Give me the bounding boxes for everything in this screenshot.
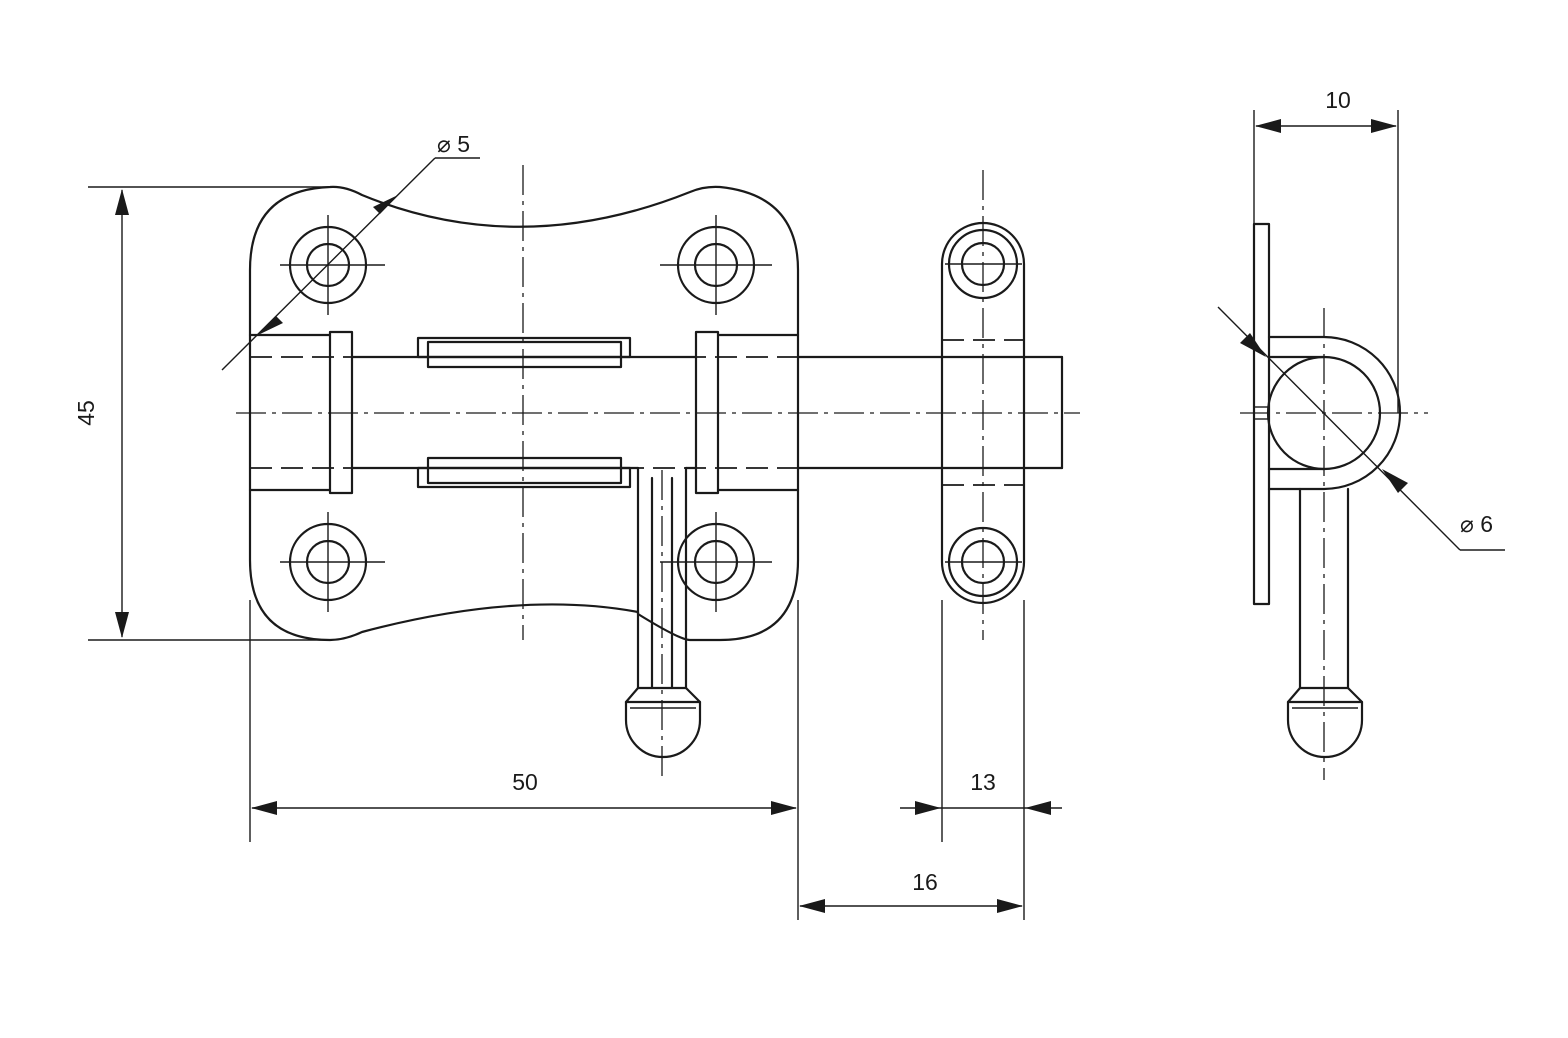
dimension-bolt-diameter: ⌀ 6	[1217, 306, 1505, 551]
bolt-handle	[624, 466, 702, 759]
mounting-hole-top-right	[660, 215, 772, 315]
dimension-hole-diameter-label: ⌀ 5	[437, 131, 470, 157]
dimension-keeper-offset-label: 16	[912, 869, 938, 895]
dimension-hole-diameter: ⌀ 5	[221, 131, 480, 371]
bolt-housing	[248, 330, 800, 495]
dimension-plate-width-label: 50	[512, 769, 538, 795]
bolt-shaft	[796, 355, 1064, 470]
dimension-keeper-width-label: 13	[970, 769, 996, 795]
dimension-side-depth: 10	[1253, 87, 1399, 413]
mounting-hole-top-left	[280, 215, 385, 315]
dimension-height: 45	[73, 186, 330, 641]
dimension-height-label: 45	[73, 400, 99, 426]
dimension-bolt-diameter-label: ⌀ 6	[1460, 511, 1493, 537]
dimension-plate-width: 50	[249, 600, 799, 920]
dimension-keeper-offset: 16	[799, 869, 1023, 913]
dimension-keeper-width: 13	[900, 600, 1062, 920]
mounting-plate	[248, 185, 800, 642]
side-view	[1252, 222, 1402, 759]
mounting-hole-bottom-right	[660, 512, 772, 612]
dimension-side-depth-label: 10	[1325, 87, 1351, 113]
center-lines	[236, 165, 1428, 780]
mounting-hole-bottom-left	[280, 512, 385, 612]
